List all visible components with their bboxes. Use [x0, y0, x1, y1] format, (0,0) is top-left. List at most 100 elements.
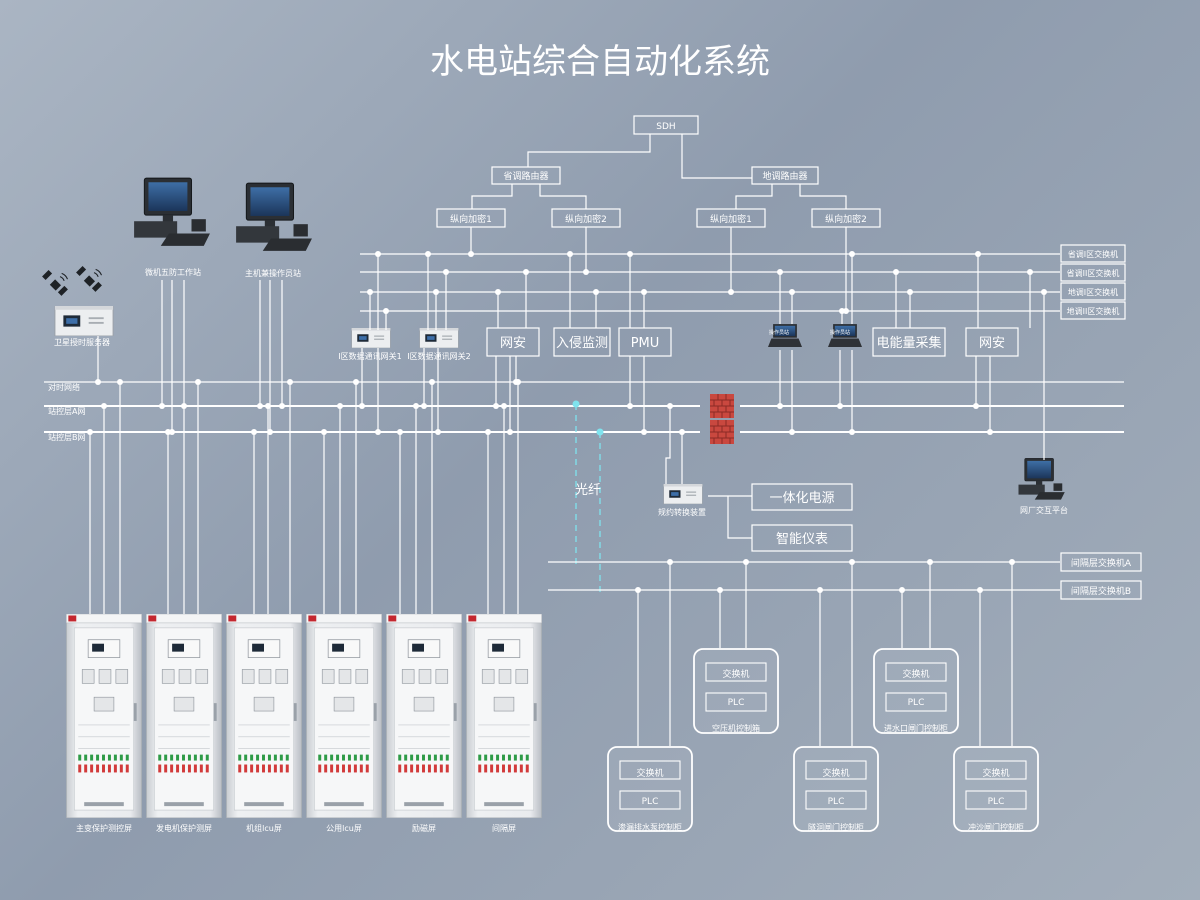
intrusion-box-label: 入侵监测	[556, 335, 608, 351]
cabinet-panel	[466, 614, 542, 818]
protocol-converter: 规约转换装置 一体化电源 智能仪表	[658, 406, 853, 552]
cabinet-label: 机组lcu屏	[246, 823, 282, 833]
wangan-box-2	[965, 327, 1019, 357]
converter-label: 规约转换装置	[658, 507, 706, 517]
sdh-node	[633, 115, 699, 135]
plc-label: PLC	[988, 797, 1005, 807]
cabinet-label: 间隔屏	[492, 824, 516, 833]
plc-cabinet-name: 冲沙闸门控制柜	[968, 822, 1024, 832]
satellite-icon	[75, 266, 103, 293]
sdh-label: SDH	[656, 122, 675, 132]
satellite-server: 卫星授时服务器	[41, 266, 114, 382]
laptop-2-label: 操作员站	[830, 329, 850, 336]
cabinet-links	[89, 382, 519, 614]
fiber-label: 光纤	[575, 483, 601, 498]
energy-box-label: 电能量采集	[876, 335, 941, 351]
ctrl-b-bus-label: 站控层B网	[48, 432, 86, 442]
operator-station-label: 主机兼操作员站	[245, 268, 301, 278]
cabinet-panel	[306, 614, 382, 818]
intrusion-box	[553, 327, 611, 357]
gateway-1-device	[351, 328, 391, 348]
integrated-power-box	[751, 483, 853, 511]
junction-dots	[87, 251, 1047, 593]
energy-box	[872, 327, 946, 357]
province-router-label: 省调路由器	[503, 170, 548, 182]
plc-cabinet-box	[607, 746, 693, 832]
province-zone1-switch-label: 省调I区交换机	[1068, 249, 1118, 259]
encryption-4-label: 纵向加密2	[825, 213, 867, 225]
bay-switch-b	[1060, 580, 1142, 600]
plc-cabinet-name: 进水口闸门控制柜	[884, 723, 948, 733]
plc-cabinet-group: 交换机 PLC 渗漏排水泵控制柜 交换机 PLC 空压机控制箱 交换机 PLC …	[607, 648, 1039, 832]
smart-meter-box	[751, 524, 853, 552]
anti-misoperation-pc-icon	[133, 177, 211, 247]
cabinet-label: 励磁屏	[412, 823, 436, 833]
plc-cabinet-box	[793, 746, 879, 832]
plc-links	[637, 562, 1013, 746]
laptop-1-label: 操作员站	[769, 329, 789, 336]
satellite-server-label: 卫星授时服务器	[54, 337, 110, 347]
cabinet-label: 公用lcu屏	[326, 824, 362, 833]
local-router	[751, 166, 819, 185]
plc-cabinet-box	[953, 746, 1039, 832]
local-zone2-switch-label: 地调II区交换机	[1067, 306, 1120, 316]
cabinet-label: 主变保护测控屏	[76, 823, 132, 833]
province-zone2-switch-label: 省调II区交换机	[1067, 268, 1120, 278]
plc-label: PLC	[728, 698, 745, 708]
operator-pc-icon	[235, 182, 313, 252]
plc-switch-label: 交换机	[902, 668, 929, 680]
upper-links	[369, 254, 1045, 460]
gateway-1-label: I区数据通讯网关1	[338, 351, 401, 361]
plc-cabinet-box	[693, 648, 779, 734]
wangan-box-1-label: 网安	[500, 336, 526, 351]
smart-meter-label: 智能仪表	[776, 532, 828, 547]
plc-label: PLC	[908, 698, 925, 708]
remote-platform-pc-icon	[1018, 458, 1066, 500]
local-zone1-switch	[1060, 282, 1126, 301]
plc-label: PLC	[642, 797, 659, 807]
plc-switch-label: 交换机	[722, 668, 749, 680]
plc-label: PLC	[828, 797, 845, 807]
dispatch-network: SDH 省调路由器 地调路由器 纵向加密1 纵向加密2 纵向加密1 纵向加密2 …	[360, 115, 1126, 320]
province-zone1-switch	[1060, 244, 1126, 263]
anti-misoperation-label: 微机五防工作站	[145, 267, 201, 277]
cabinet-panel	[146, 614, 222, 818]
bus-drops	[361, 348, 991, 432]
converter-device	[663, 484, 703, 504]
station-buses: 对时网络 站控层A网 站控层B网	[44, 381, 1124, 442]
province-router	[491, 166, 561, 185]
encryption-2-label: 纵向加密2	[565, 213, 607, 225]
pmu-box	[618, 327, 672, 357]
timing-bus-label: 对时网络	[48, 382, 80, 392]
satellite-icon	[41, 270, 69, 297]
bay-switch-b-label: 间隔层交换机B	[1071, 585, 1131, 597]
local-zone2-switch	[1060, 301, 1126, 320]
encryption-1-label: 纵向加密1	[450, 213, 492, 225]
gateway-2-device	[419, 328, 459, 348]
cabinet-panel	[226, 614, 302, 818]
plc-switch-label: 交换机	[982, 767, 1009, 779]
wangan-box-2-label: 网安	[979, 336, 1005, 351]
cabinet-panel	[386, 614, 462, 818]
firewall-icon	[710, 420, 734, 444]
province-zone2-switch	[1060, 263, 1126, 282]
plc-cabinet-name: 空压机控制箱	[712, 723, 760, 733]
timing-server-device	[54, 306, 114, 336]
bay-switch-a	[1060, 552, 1142, 572]
cabinet-panel	[66, 614, 142, 818]
plc-cabinet-name: 渗漏排水泵控制柜	[618, 822, 682, 832]
firewall-icon	[710, 394, 734, 418]
page-title: 水电站综合自动化系统	[430, 42, 770, 82]
local-router-label: 地调路由器	[762, 170, 807, 182]
bay-layer: 间隔层交换机A 间隔层交换机B	[548, 552, 1142, 600]
plc-cabinet-box	[873, 648, 959, 734]
plc-switch-label: 交换机	[822, 767, 849, 779]
cabinet-row: 主变保护测控屏 发电机保护测屏 机组lcu屏 公用lcu屏 励磁屏 间隔屏	[66, 614, 542, 833]
bay-switch-a-label: 间隔层交换机A	[1071, 557, 1132, 569]
plc-cabinet-name: 隧洞闸门控制柜	[808, 822, 864, 832]
pmu-box-label: PMU	[631, 336, 660, 351]
wangan-box-1	[486, 327, 540, 357]
plc-switch-label: 交换机	[636, 767, 663, 779]
cabinet-label: 发电机保护测屏	[156, 823, 212, 833]
